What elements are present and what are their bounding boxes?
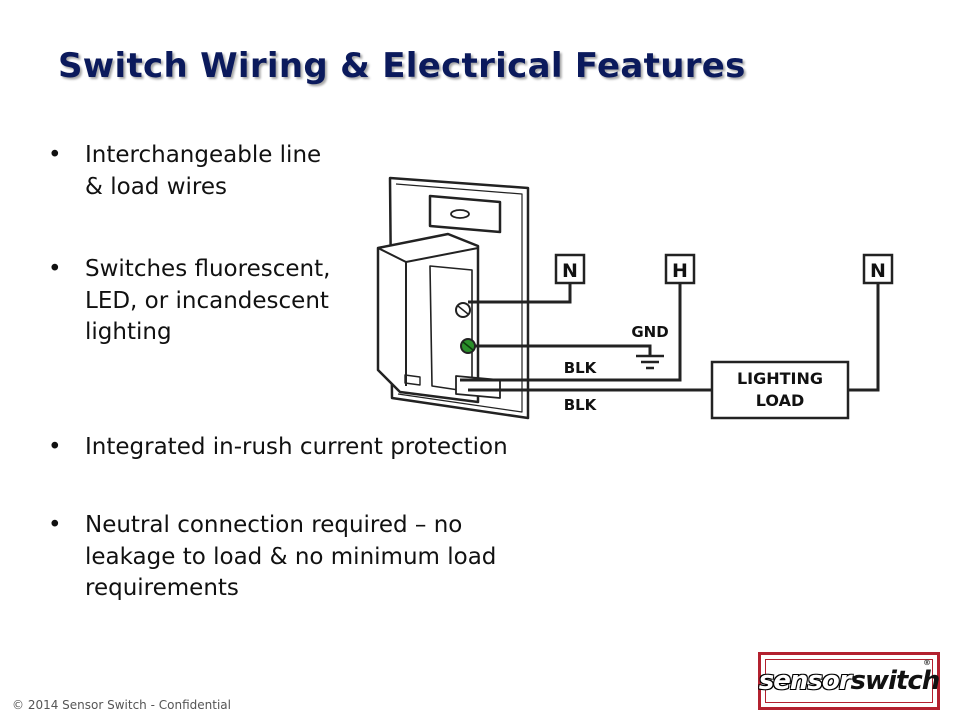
blk-bottom-label: BLK <box>564 396 598 414</box>
bullet-neutral-required: • Neutral connection required – no leaka… <box>48 510 558 605</box>
footer-copyright: © 2014 Sensor Switch - Confidential <box>12 698 231 712</box>
bullet-text: Neutral connection required – no leakage… <box>85 512 497 602</box>
bullet-dot: • <box>48 256 62 282</box>
terminal-h <box>664 253 696 285</box>
bullet-inrush-protection: • Integrated in-rush current protection <box>48 432 608 464</box>
bullet-text: Interchangeable line & load wires <box>85 142 322 200</box>
blk-top-label: BLK <box>564 359 598 377</box>
bullet-text: Switches fluorescent, LED, or incandesce… <box>85 256 331 346</box>
bullet-dot: • <box>48 512 62 538</box>
ground-symbol <box>636 354 664 370</box>
slide-title: Switch Wiring & Electrical Features <box>58 46 746 86</box>
lighting-load-box <box>710 360 850 420</box>
logo-part-sensor: sensor <box>758 666 852 696</box>
switch-body <box>376 232 480 404</box>
terminal-n-left-label: N <box>562 260 578 282</box>
bullet-interchangeable-wires: • Interchangeable line & load wires <box>48 140 338 203</box>
terminal-n-right <box>862 253 894 285</box>
registered-mark: ® <box>923 658 931 667</box>
bullet-dot: • <box>48 142 62 168</box>
logo-part-switch: switch <box>850 666 941 696</box>
terminal-n-right-label: N <box>870 260 886 282</box>
bullet-text: Integrated in-rush current protection <box>85 434 508 460</box>
load-label-line1: LIGHTING <box>737 369 823 388</box>
terminal-h-label: H <box>672 260 688 282</box>
wiring-diagram: N H N GND BLK BLK LIGHTING LOAD <box>376 176 894 420</box>
load-label-line2: LOAD <box>756 391 804 410</box>
bullet-switches-lighting: • Switches fluorescent, LED, or incandes… <box>48 254 358 349</box>
bullet-dot: • <box>48 434 62 460</box>
terminal-n-left <box>554 253 586 285</box>
gnd-label: GND <box>631 323 668 341</box>
